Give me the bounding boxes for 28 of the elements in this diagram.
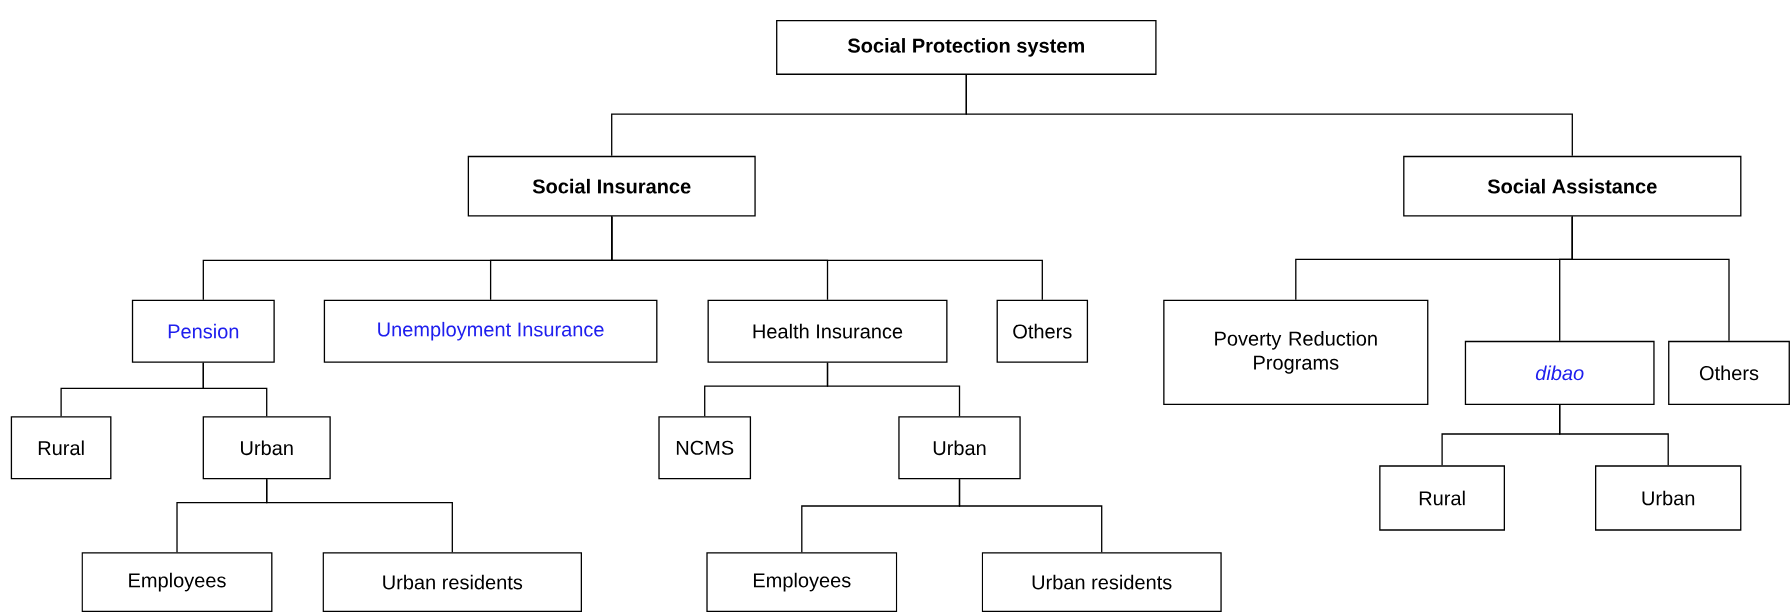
box: Urban residents <box>981 552 1222 612</box>
connector-line <box>611 215 1043 301</box>
box: Urban residents <box>322 552 582 612</box>
box: Others <box>996 299 1089 363</box>
connector-line <box>1571 215 1730 342</box>
connector-line <box>826 362 961 417</box>
box: Urban <box>1595 465 1742 531</box>
box: Urban <box>202 416 331 480</box>
box: Social Protection system <box>776 19 1157 75</box>
connector-line <box>958 478 1103 553</box>
box: Unemployment Insurance <box>323 299 658 363</box>
box: NCMS <box>658 416 752 480</box>
box: Health Insurance <box>707 299 948 363</box>
box: Social Insurance <box>467 155 756 217</box>
box: dibao <box>1464 340 1655 405</box>
box: Others <box>1668 340 1790 405</box>
box: Rural <box>1379 465 1505 531</box>
box: Employees <box>706 552 898 612</box>
box: Social Assistance <box>1403 155 1742 217</box>
connector-line <box>1559 404 1669 466</box>
box: Pension <box>131 299 275 363</box>
box: Poverty Reduction Programs <box>1163 299 1429 405</box>
connector-line <box>266 478 453 553</box>
connector-line <box>202 362 268 417</box>
box: Employees <box>81 552 273 612</box>
box: Urban <box>898 416 1021 480</box>
box: Rural <box>10 416 112 480</box>
connector-line <box>965 74 1573 157</box>
